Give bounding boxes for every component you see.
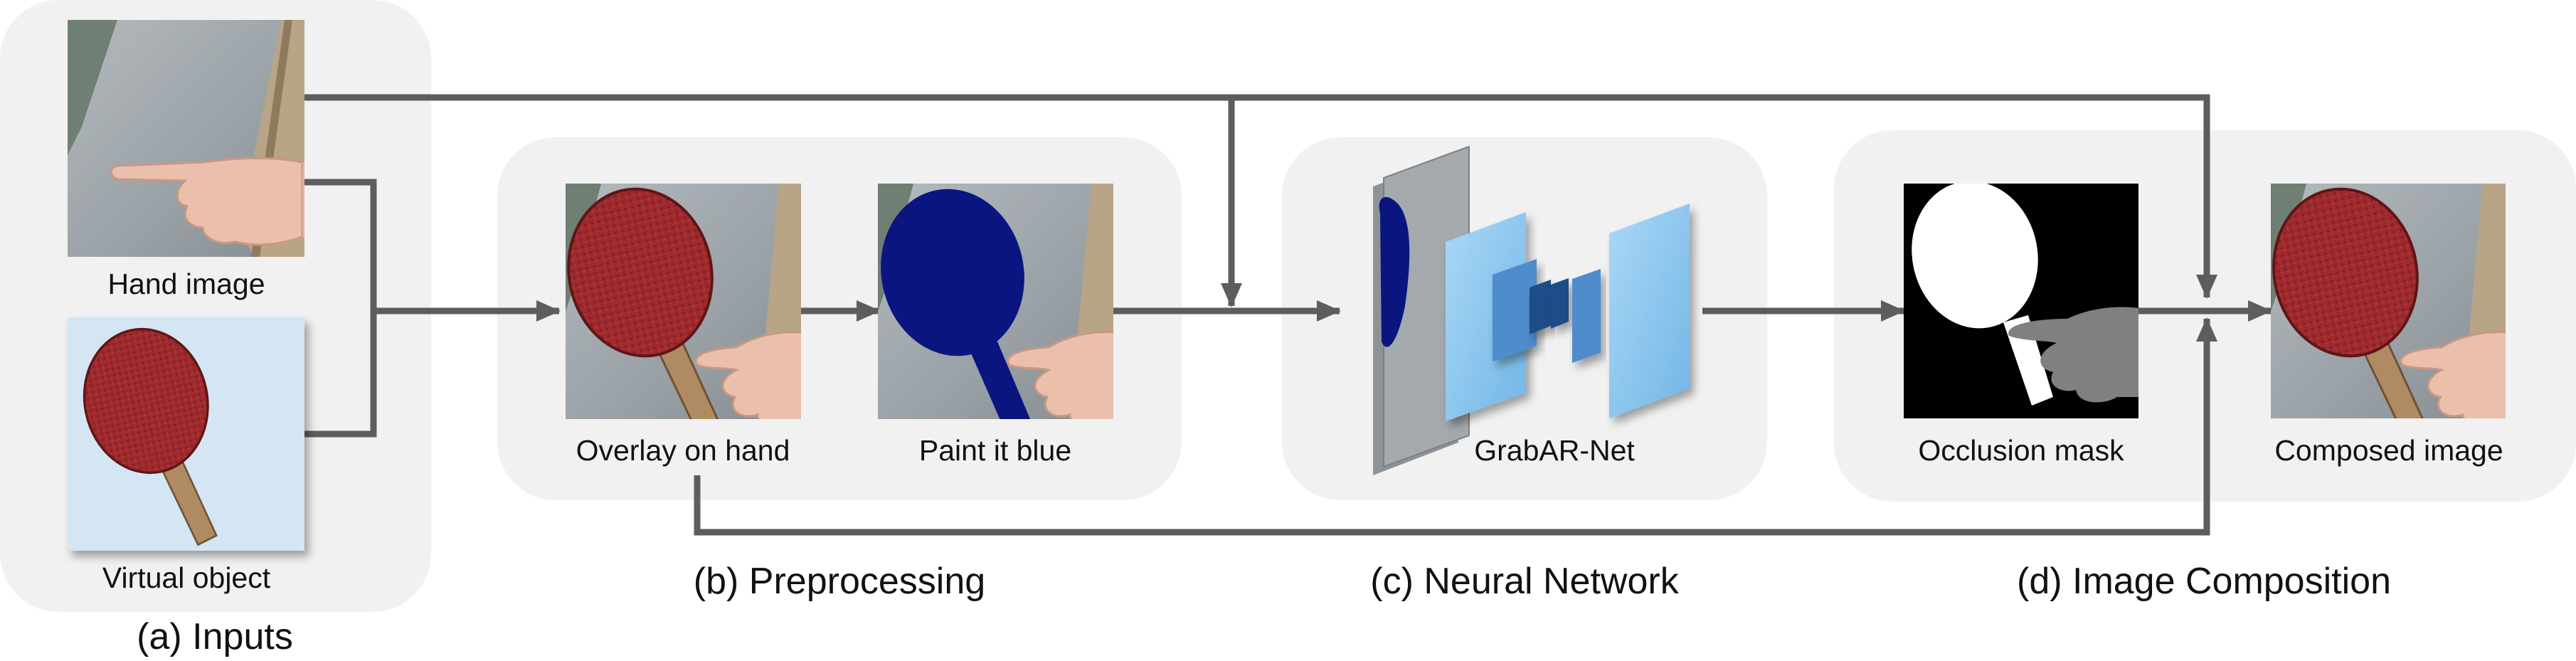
network-input-mask bbox=[1379, 196, 1410, 347]
caption-preprocessing: (b) Preprocessing bbox=[694, 561, 985, 602]
label-net: GrabAR-Net bbox=[1474, 434, 1635, 467]
network-illustration bbox=[1373, 145, 1690, 475]
arrow-object-merge bbox=[304, 311, 377, 438]
hand-image bbox=[68, 20, 304, 257]
label-hand-image: Hand image bbox=[107, 268, 265, 300]
label-composed: Composed image bbox=[2274, 434, 2503, 467]
caption-inputs: (a) Inputs bbox=[137, 616, 293, 657]
occlusion-mask-image bbox=[1904, 184, 2138, 418]
label-virtual-object: Virtual object bbox=[102, 561, 271, 594]
virtual-object-image bbox=[68, 317, 304, 551]
label-overlay: Overlay on hand bbox=[576, 434, 790, 467]
arrow-overlay-to-composition bbox=[694, 317, 2217, 536]
caption-composition: (d) Image Composition bbox=[2017, 561, 2391, 602]
connectors bbox=[304, 94, 2272, 536]
paint-blue-image bbox=[878, 184, 1113, 419]
caption-network: (c) Neural Network bbox=[1370, 561, 1679, 602]
arrow-hand-to-composition bbox=[304, 94, 2217, 299]
label-mask: Occlusion mask bbox=[1918, 434, 2124, 467]
composed-image bbox=[2271, 184, 2506, 418]
overlay-image bbox=[566, 184, 801, 419]
label-paint: Paint it blue bbox=[919, 434, 1071, 467]
arrow-hand-merge bbox=[304, 179, 377, 311]
